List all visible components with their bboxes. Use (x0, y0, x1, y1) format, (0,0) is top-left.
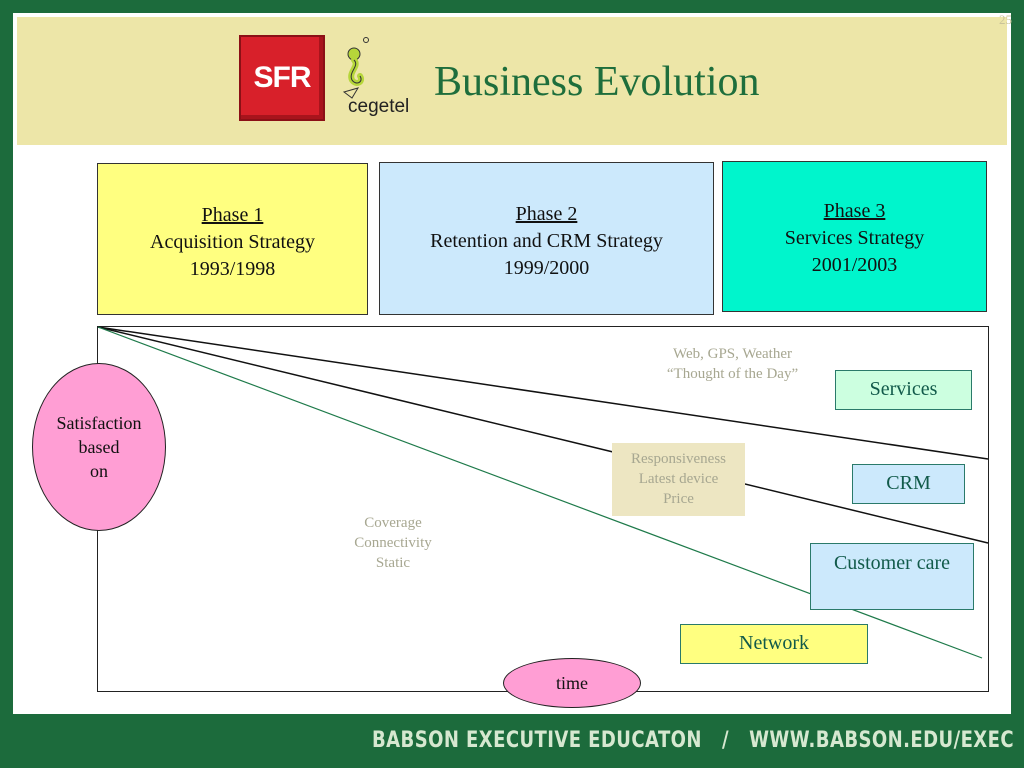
services-driver-1: Web, GPS, Weather (673, 346, 792, 362)
phase-1-title: Phase 1 (201, 204, 264, 226)
page-number: 25 (999, 12, 1012, 27)
satisfaction-label-line-1: Satisfaction (56, 413, 142, 433)
network-driver-3: Static (375, 555, 411, 571)
services-trend-line (97, 326, 989, 460)
footer-text: BABSON EXECUTIVE EDUCATON / WWW.BABSON.E… (372, 728, 1015, 753)
phase-2-box: Phase 2 Retention and CRM Strategy 1999/… (379, 162, 714, 315)
phase-2-title: Phase 2 (515, 203, 578, 225)
phase-3-box: Phase 3 Services Strategy 2001/2003 (722, 161, 987, 312)
sfr-logo-text: SFR (253, 61, 312, 94)
crm-drivers-note: Responsiveness Latest device Price (612, 443, 745, 516)
customer-care-label-box: Customer care (810, 543, 974, 610)
crm-driver-1: Responsiveness (631, 451, 726, 467)
network-driver-1: Coverage (364, 515, 422, 531)
time-axis-ellipse: time (503, 658, 641, 708)
sfr-logo: SFR (239, 35, 325, 121)
time-label: time (556, 672, 588, 693)
network-driver-2: Connectivity (354, 535, 432, 551)
cegetel-logo-text: cegetel (348, 96, 410, 117)
phase-1-box: Phase 1 Acquisition Strategy 1993/1998 (97, 163, 368, 315)
services-label-box: Services (835, 370, 972, 410)
crm-label-box: CRM (852, 464, 965, 504)
cegetel-figure-icon (342, 37, 369, 99)
slide-title: Business Evolution (434, 59, 760, 105)
phase-2-strategy: Retention and CRM Strategy (430, 230, 663, 252)
phase-3-strategy: Services Strategy (784, 227, 925, 249)
crm-driver-3: Price (663, 491, 694, 507)
crm-driver-2: Latest device (638, 471, 719, 487)
services-drivers-note: Web, GPS, Weather “Thought of the Day” (640, 344, 825, 384)
phase-2-years: 1999/2000 (503, 257, 590, 279)
phase-1-strategy: Acquisition Strategy (150, 231, 315, 253)
phase-3-years: 2001/2003 (811, 254, 898, 276)
satisfaction-axis-ellipse: Satisfaction based on (32, 363, 166, 531)
title-band (17, 17, 1007, 145)
phase-3-title: Phase 3 (823, 200, 886, 222)
network-label-box: Network (680, 624, 868, 664)
satisfaction-label-line-3: on (89, 461, 108, 481)
services-driver-2: “Thought of the Day” (666, 366, 799, 382)
crm-trend-line (97, 326, 989, 544)
network-drivers-note: Coverage Connectivity Static (330, 513, 456, 573)
phase-1-years: 1993/1998 (189, 258, 276, 280)
satisfaction-label-line-2: based (78, 437, 120, 457)
